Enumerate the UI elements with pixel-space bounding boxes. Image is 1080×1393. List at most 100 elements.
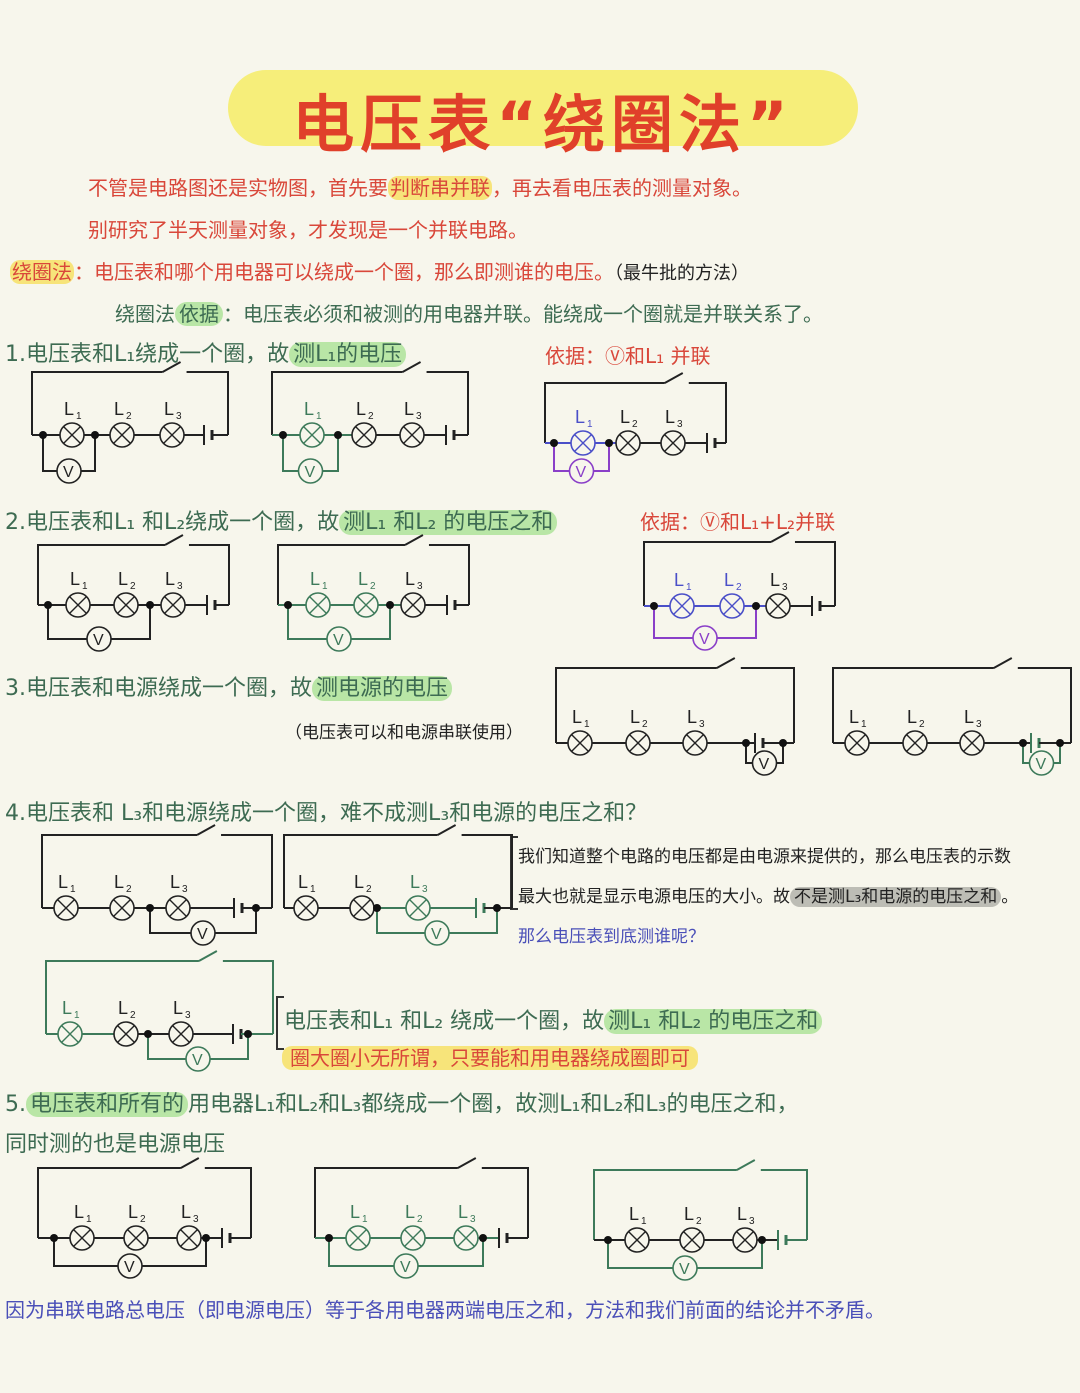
svg-text:V: V bbox=[192, 1052, 203, 1069]
svg-text:L: L bbox=[118, 998, 128, 1018]
svg-text:2: 2 bbox=[366, 884, 372, 895]
svg-text:1: 1 bbox=[310, 884, 316, 895]
page-title: 电压表“绕圈法” bbox=[292, 88, 794, 161]
svg-text:V: V bbox=[124, 1259, 135, 1276]
section-3-heading: 3.电压表和电源绕成一个圈，故测电源的电压 bbox=[5, 670, 453, 702]
svg-text:2: 2 bbox=[370, 581, 376, 592]
svg-text:V: V bbox=[400, 1259, 411, 1276]
svg-text:1: 1 bbox=[322, 581, 328, 592]
svg-text:3: 3 bbox=[416, 411, 422, 422]
svg-text:L: L bbox=[630, 707, 640, 727]
svg-text:3: 3 bbox=[422, 884, 428, 895]
svg-text:3: 3 bbox=[182, 884, 188, 895]
section-4-answer: 电压表和L₁ 和L₂ 绕成一个圈，故测L₁ 和L₂ 的电压之和 bbox=[284, 1003, 823, 1035]
voltmeter-icon: V bbox=[1028, 750, 1055, 776]
svg-text:1: 1 bbox=[362, 1214, 368, 1225]
svg-text:L: L bbox=[687, 707, 697, 727]
svg-text:L: L bbox=[350, 1202, 360, 1222]
section-5-line-2: 同时测的也是电源电压 bbox=[5, 1132, 226, 1157]
svg-text:L: L bbox=[849, 707, 859, 727]
svg-text:L: L bbox=[310, 569, 320, 589]
svg-text:3: 3 bbox=[193, 1214, 199, 1225]
svg-text:L: L bbox=[304, 399, 314, 419]
svg-text:L: L bbox=[181, 1202, 191, 1222]
svg-text:L: L bbox=[164, 399, 174, 419]
svg-text:1: 1 bbox=[86, 1214, 92, 1225]
svg-text:L: L bbox=[62, 998, 72, 1018]
section-4-rule: 圈大圈小无所谓，只要能和用电器绕成圈即可 bbox=[282, 1042, 698, 1071]
svg-text:V: V bbox=[1036, 756, 1047, 773]
svg-text:2: 2 bbox=[126, 884, 132, 895]
svg-text:3: 3 bbox=[470, 1214, 476, 1225]
svg-text:V: V bbox=[93, 632, 104, 649]
svg-text:3: 3 bbox=[699, 719, 705, 730]
svg-text:L: L bbox=[737, 1204, 747, 1224]
svg-text:V: V bbox=[431, 926, 442, 943]
svg-text:3: 3 bbox=[749, 1216, 755, 1227]
svg-text:L: L bbox=[114, 399, 124, 419]
section-4-explain-1: 我们知道整个电路的电压都是由电源来提供的，那么电压表的示数 bbox=[518, 847, 1011, 867]
svg-text:L: L bbox=[118, 569, 128, 589]
method-definition: 绕圈法：电压表和哪个用电器可以绕成一个圈，那么即测谁的电压。（最牛批的方法） bbox=[10, 260, 749, 284]
svg-text:2: 2 bbox=[919, 719, 925, 730]
svg-text:3: 3 bbox=[417, 581, 423, 592]
svg-text:V: V bbox=[576, 464, 587, 481]
voltmeter-icon: V bbox=[86, 626, 112, 652]
svg-text:L: L bbox=[128, 1202, 138, 1222]
method-label: 绕圈法 bbox=[10, 260, 74, 284]
svg-text:L: L bbox=[404, 399, 414, 419]
svg-text:L: L bbox=[572, 707, 582, 727]
voltmeter-icon: V bbox=[297, 458, 324, 484]
svg-text:L: L bbox=[298, 872, 308, 892]
svg-text:2: 2 bbox=[126, 411, 132, 422]
svg-text:L: L bbox=[458, 1202, 468, 1222]
svg-text:L: L bbox=[405, 1202, 415, 1222]
voltmeter-icon: V bbox=[117, 1253, 143, 1279]
intro-line-2: 别研究了半天测量对象，才发现是一个并联电路。 bbox=[88, 218, 528, 242]
svg-text:3: 3 bbox=[677, 419, 683, 430]
section-4-question: 那么电压表到底测谁呢？ bbox=[518, 927, 705, 947]
svg-text:2: 2 bbox=[632, 419, 638, 430]
highlight-series-parallel: 判断串并联 bbox=[388, 176, 492, 200]
voltmeter-icon: V bbox=[185, 1046, 211, 1072]
voltmeter-icon: V bbox=[393, 1253, 419, 1279]
svg-text:2: 2 bbox=[642, 719, 648, 730]
svg-text:1: 1 bbox=[316, 411, 322, 422]
svg-text:V: V bbox=[305, 464, 316, 481]
svg-text:L: L bbox=[114, 872, 124, 892]
svg-text:1: 1 bbox=[686, 582, 692, 593]
svg-text:3: 3 bbox=[177, 581, 183, 592]
svg-text:2: 2 bbox=[368, 411, 374, 422]
